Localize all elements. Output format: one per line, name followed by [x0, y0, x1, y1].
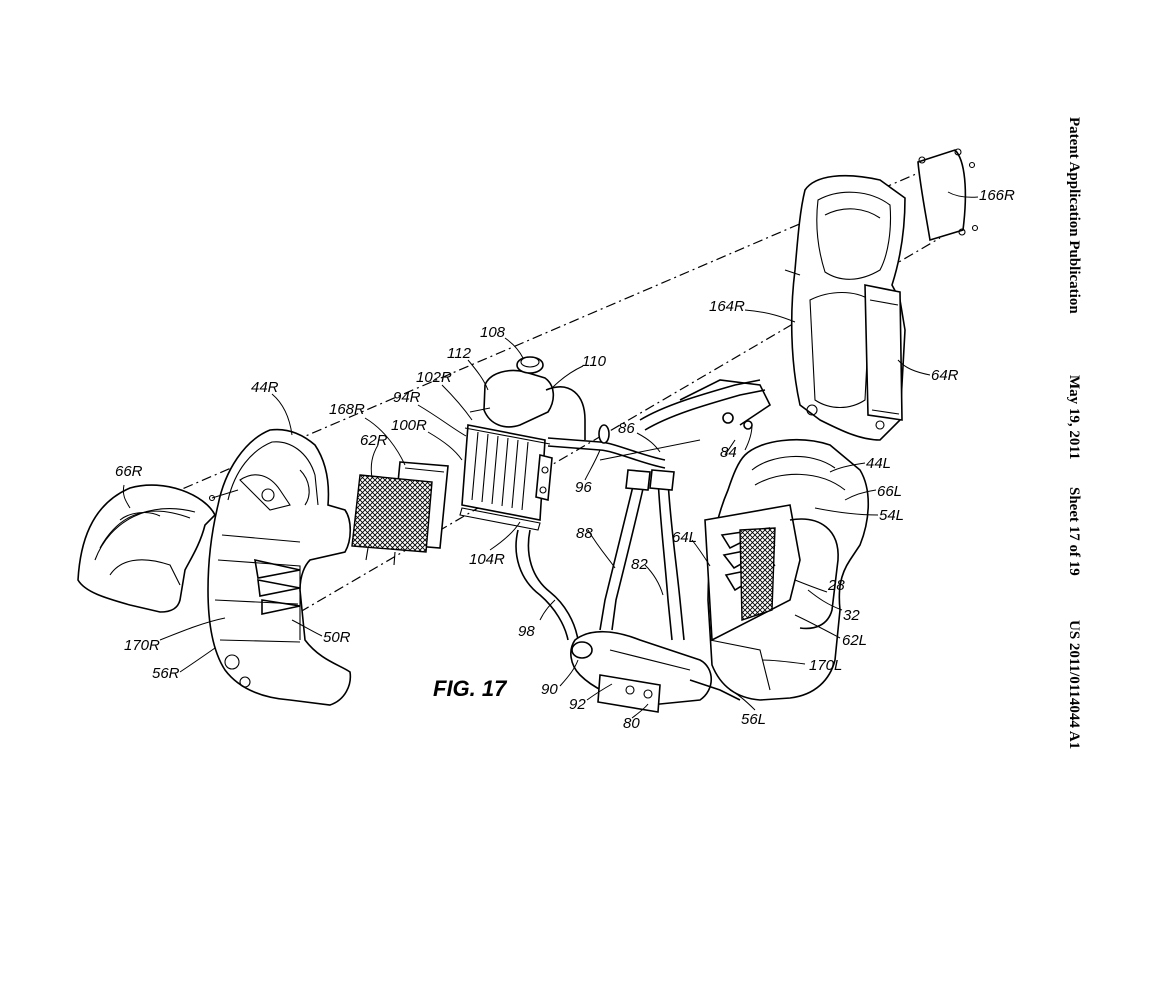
label-50R: 50R — [323, 629, 351, 646]
label-166R: 166R — [979, 187, 1015, 204]
label-28: 28 — [827, 577, 845, 594]
label-80: 80 — [623, 715, 640, 732]
label-84: 84 — [720, 444, 737, 461]
part-80-pump — [570, 630, 713, 713]
part-62R-screen — [351, 461, 449, 566]
part-44R-housing — [207, 428, 352, 706]
part-164R-housing — [784, 174, 906, 441]
label-98: 98 — [518, 623, 535, 640]
part-66R-cover — [77, 484, 216, 613]
label-164R: 164R — [709, 298, 745, 315]
label-170R: 170R — [124, 637, 160, 654]
label-66L: 66L — [877, 483, 902, 500]
label-100R: 100R — [391, 417, 427, 434]
label-86: 86 — [618, 420, 635, 437]
label-66R: 66R — [115, 463, 143, 480]
figure-caption: FIG. 17 — [433, 676, 508, 701]
label-44L: 44L — [866, 455, 891, 472]
label-64L: 64L — [672, 529, 697, 546]
header-number: US 2011/0114044 A1 — [1066, 620, 1082, 749]
label-170L: 170L — [809, 657, 842, 674]
label-44R: 44R — [251, 379, 279, 396]
part-94R-radiator — [459, 424, 553, 531]
leader-lines — [122, 191, 979, 719]
label-110: 110 — [582, 353, 607, 370]
header-sheet: Sheet 17 of 19 — [1066, 487, 1082, 576]
header-date: May 19, 2011 — [1066, 375, 1082, 460]
label-54L: 54L — [879, 507, 904, 524]
label-62R: 62R — [360, 432, 388, 449]
part-44L-housing — [689, 439, 870, 701]
hoses — [515, 424, 685, 641]
label-32: 32 — [843, 607, 860, 624]
label-64R: 64R — [931, 367, 959, 384]
label-168R: 168R — [329, 401, 365, 418]
label-56R: 56R — [152, 665, 180, 682]
part-108-tank — [469, 356, 586, 440]
reference-labels: 66R 44R 168R 62R 100R 94R 102R 112 108 1… — [115, 187, 1015, 732]
header-publication-type: Patent Application Publication — [1066, 117, 1082, 314]
label-102R: 102R — [416, 369, 452, 386]
label-62L: 62L — [842, 632, 867, 649]
label-88: 88 — [576, 525, 593, 542]
label-96: 96 — [575, 479, 592, 496]
label-104R: 104R — [469, 551, 505, 568]
label-94R: 94R — [393, 389, 421, 406]
label-112: 112 — [447, 345, 472, 362]
label-90: 90 — [541, 681, 558, 698]
label-92: 92 — [569, 696, 586, 713]
label-82: 82 — [631, 556, 648, 573]
label-56L: 56L — [741, 711, 766, 728]
label-108: 108 — [480, 324, 506, 341]
part-166R-cover-plate — [917, 148, 979, 242]
